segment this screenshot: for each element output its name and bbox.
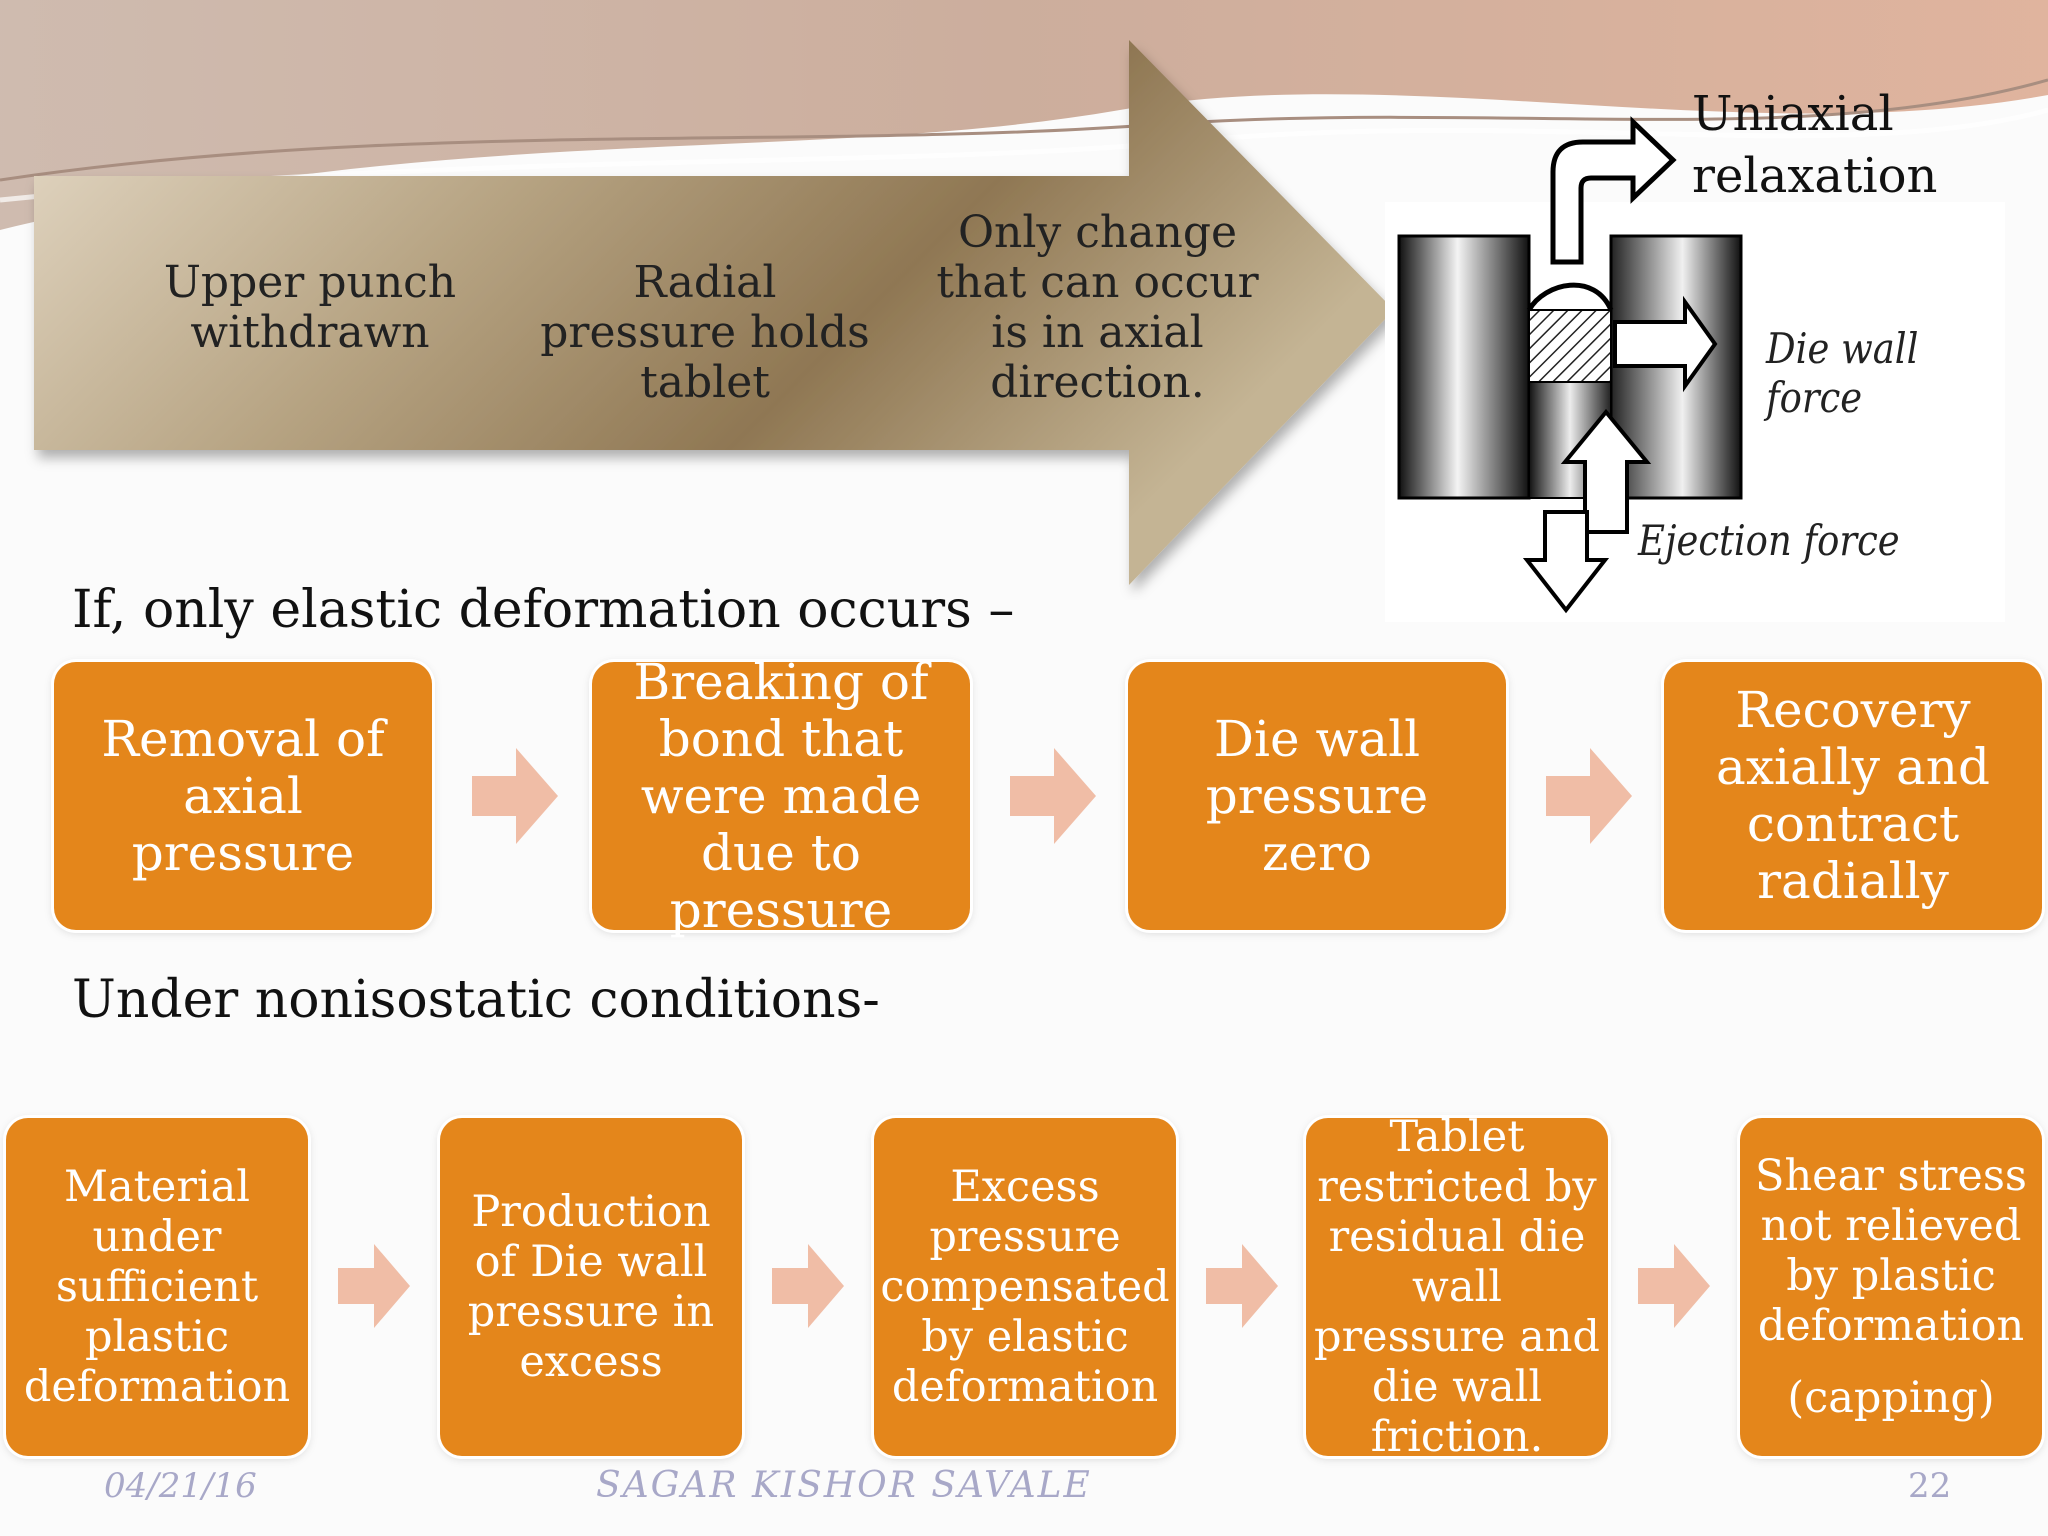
footer-date: 04/21/16 [104,1466,257,1506]
nonisostatic-step-1: Material under sufficient plastic deform… [6,1118,308,1456]
process-arrow-shape [34,40,1394,585]
ejection-force-label: Ejection force [1638,516,1900,565]
nonisostatic-step-5: Shear stress not relieved by plastic def… [1740,1118,2042,1456]
elastic-step-2: Breaking of bond that were made due to p… [592,653,970,938]
elastic-step-4: Recovery axially and contract radially [1664,662,2042,930]
nonisostatic-step-3-text: Excess pressure compensated by elastic d… [880,1162,1170,1412]
nonisostatic-step-1-text: Material under sufficient plastic deform… [23,1162,291,1412]
arrow-right-icon [1546,748,1632,844]
arrow-right-icon [338,1244,410,1328]
nonisostatic-step-2: Production of Die wall pressure in exces… [440,1118,742,1456]
nonisostatic-step-4-text: Tablet restricted by residual die wall p… [1314,1112,1600,1462]
arrow-right-icon [472,748,558,844]
arrow-right-icon [1638,1244,1710,1328]
arrow-step-2: Radial pressure holds tablet [540,257,870,408]
nonisostatic-section-heading: Under nonisostatic conditions- [72,970,880,1030]
die-wall-force-label: Die wall force [1766,324,1919,422]
uniaxial-label-line1: Uniaxial [1692,86,1894,142]
arrow-right-icon [1206,1244,1278,1328]
capping-note: (capping) [1787,1373,1995,1423]
elastic-step-3-text: Die wall pressure zero [1205,709,1429,882]
nonisostatic-step-3: Excess pressure compensated by elastic d… [874,1118,1176,1456]
arrow-right-icon [1010,748,1096,844]
elastic-section-heading: If, only elastic deformation occurs – [72,580,1015,640]
elastic-step-4-text: Recovery axially and contract radially [1716,681,1990,910]
uniaxial-label-line2: relaxation [1692,148,1938,204]
elastic-step-1: Removal of axial pressure [54,662,432,930]
footer-author: SAGAR KISHOR SAVALE [596,1465,1092,1506]
arrow-step-1: Upper punch withdrawn [163,257,457,358]
arrow-right-icon [772,1244,844,1328]
elastic-step-3: Die wall pressure zero [1128,662,1506,930]
die-diagram [1385,116,2005,622]
nonisostatic-step-5-text: Shear stress not relieved by plastic def… [1755,1151,2027,1351]
elastic-step-1-text: Removal of axial pressure [101,709,385,882]
nonisostatic-step-2-text: Production of Die wall pressure in exces… [467,1187,715,1387]
footer-page-number: 22 [1908,1466,1952,1506]
elastic-step-2-text: Breaking of bond that were made due to p… [633,652,929,939]
nonisostatic-step-4: Tablet restricted by residual die wall p… [1306,1112,1608,1462]
arrow-step-3: Only change that can occur is in axial d… [936,207,1259,408]
